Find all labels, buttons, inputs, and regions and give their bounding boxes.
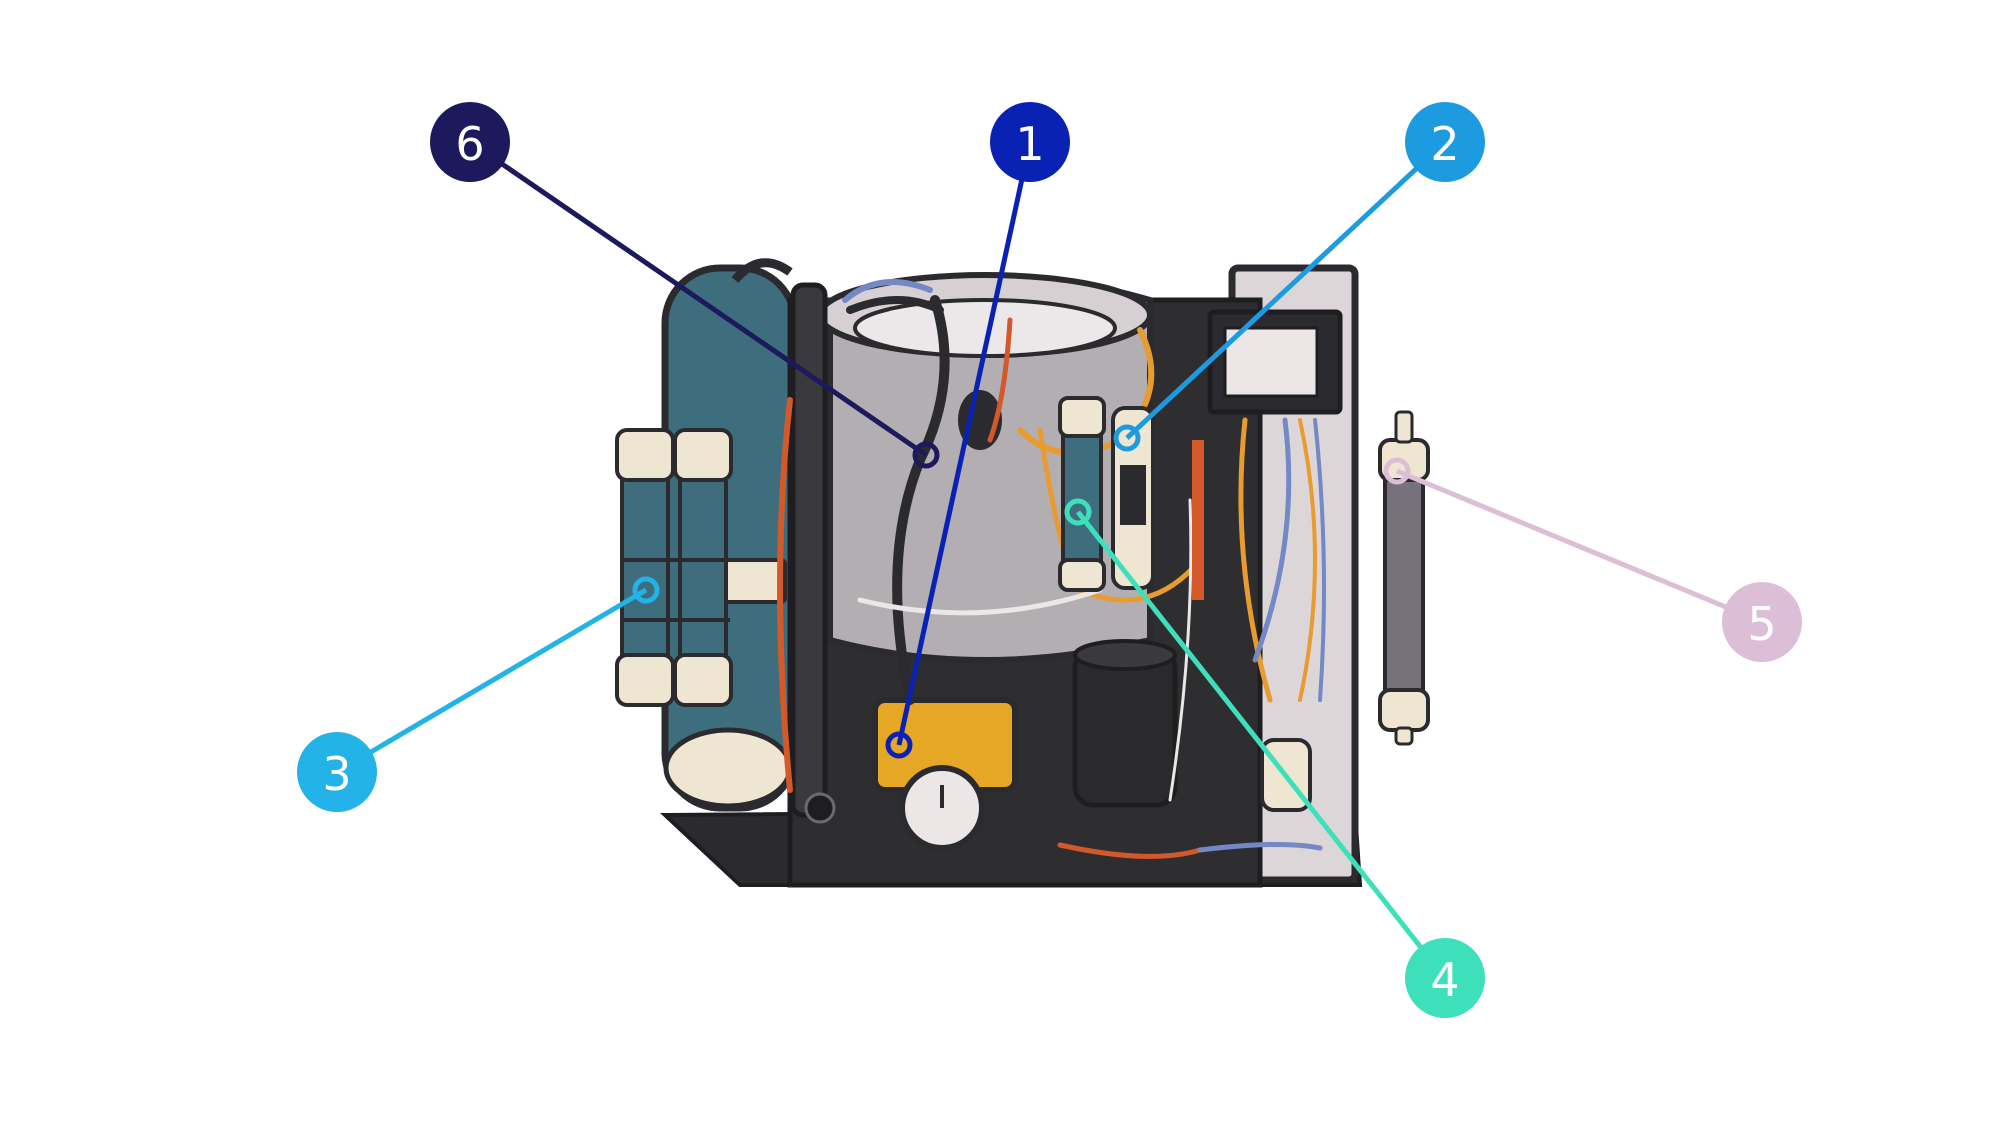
left-filter-pair xyxy=(615,428,733,707)
callout-2: 2 xyxy=(1113,102,1485,452)
center-filters xyxy=(1058,396,1155,592)
callout-2-leader-line xyxy=(1125,140,1447,440)
motor-canister xyxy=(1072,647,1178,808)
callout-layer: 1 2 3 4 5 6 xyxy=(297,102,1802,1018)
callout-4-badge xyxy=(1405,938,1485,1018)
callout-3-leader-line xyxy=(335,587,648,775)
callout-5-badge xyxy=(1722,582,1802,662)
callout-4-leader-line xyxy=(1076,510,1447,980)
rail-bolt xyxy=(804,792,836,824)
callout-1-leader-line xyxy=(896,141,1033,746)
callout-2-anchor xyxy=(1113,424,1141,452)
callout-1: 1 xyxy=(885,102,1070,759)
control-display xyxy=(1223,326,1319,398)
callout-5-leader-line xyxy=(1396,468,1763,625)
callout-2-badge xyxy=(1405,102,1485,182)
callout-1-number: 1 xyxy=(1015,117,1044,171)
callout-1-badge xyxy=(990,102,1070,182)
tank-handle xyxy=(731,258,793,284)
callout-5-number: 5 xyxy=(1747,597,1776,651)
callout-3-badge xyxy=(297,732,377,812)
callout-1-anchor xyxy=(885,731,913,759)
callout-3-number: 3 xyxy=(322,747,351,801)
callout-6: 6 xyxy=(430,102,940,469)
tank-bottom xyxy=(663,727,793,809)
callout-4-number: 4 xyxy=(1430,953,1459,1007)
callout-3-anchor xyxy=(632,576,660,604)
callout-4-anchor xyxy=(1064,498,1092,526)
callout-4: 4 xyxy=(1064,498,1485,1018)
callout-6-anchor xyxy=(912,441,940,469)
callout-6-badge xyxy=(430,102,510,182)
callout-5-anchor xyxy=(1383,457,1411,485)
callout-3: 3 xyxy=(297,576,660,812)
callout-2-number: 2 xyxy=(1430,117,1459,171)
motor-top xyxy=(1073,639,1177,671)
callout-6-number: 6 xyxy=(455,117,484,171)
callout-5: 5 xyxy=(1383,457,1802,662)
machine-illustration xyxy=(615,258,1430,888)
callout-6-leader-line xyxy=(468,139,928,458)
